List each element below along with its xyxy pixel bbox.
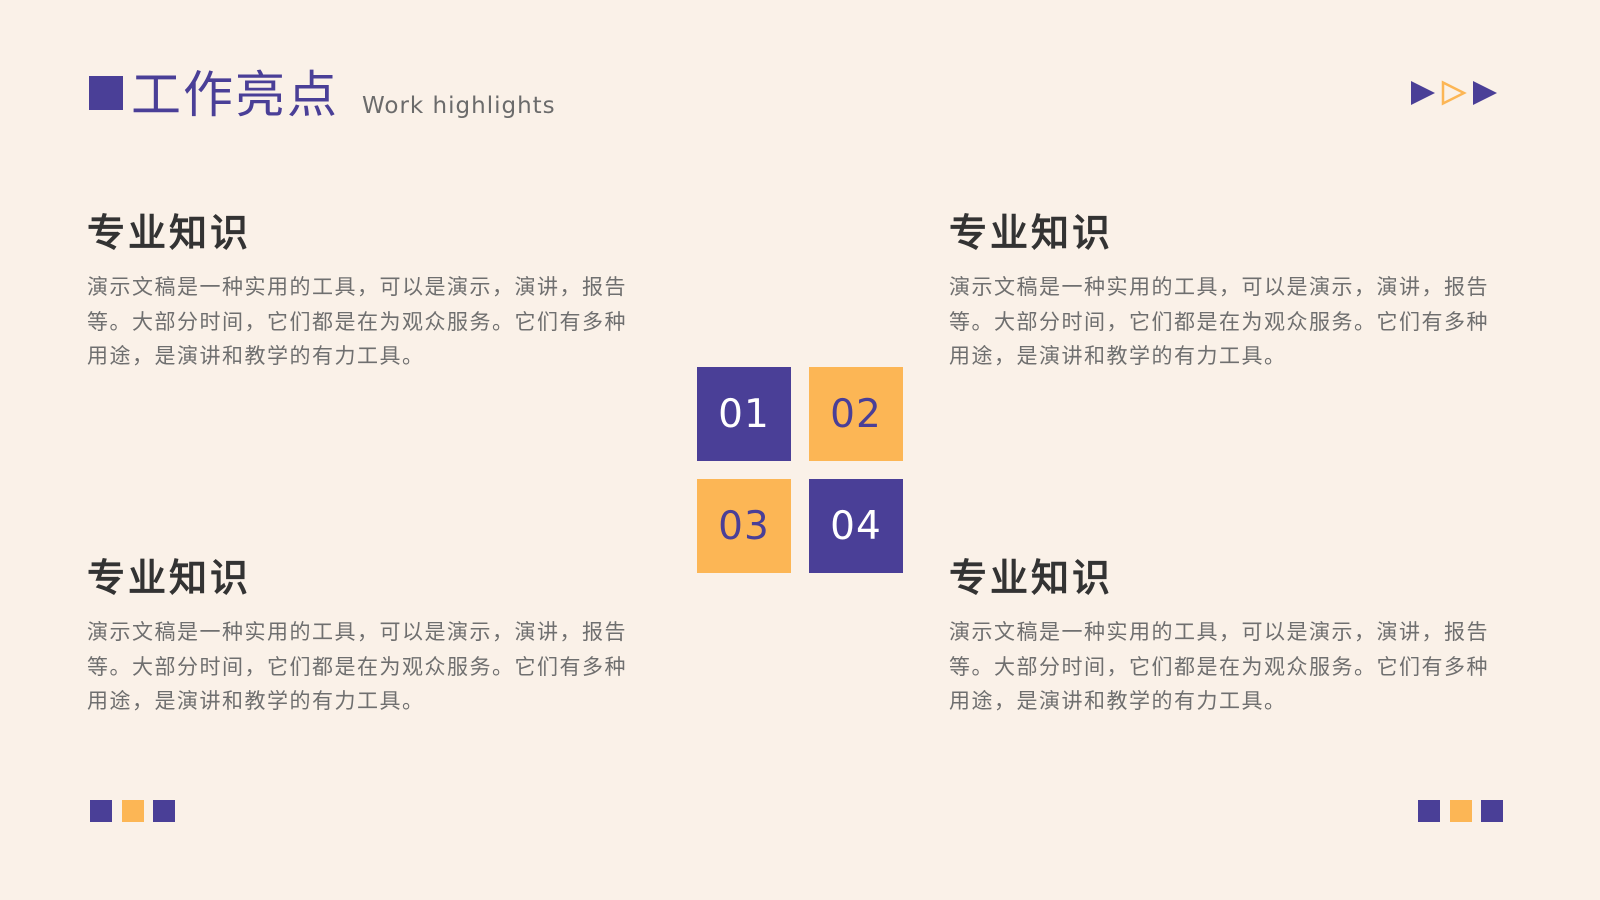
decor-square-orange bbox=[122, 800, 144, 822]
highlight-section-4: 专业知识 演示文稿是一种实用的工具，可以是演示，演讲，报告等。大部分时间，它们都… bbox=[949, 555, 1509, 719]
decor-square-purple bbox=[90, 800, 112, 822]
page-subtitle: Work highlights bbox=[362, 93, 556, 119]
play-icons-group bbox=[1411, 80, 1497, 106]
number-tile-03: 03 bbox=[697, 479, 791, 573]
decor-square-purple bbox=[1418, 800, 1440, 822]
section-heading: 专业知识 bbox=[949, 556, 1114, 600]
number-tile-02: 02 bbox=[809, 367, 903, 461]
section-heading: 专业知识 bbox=[87, 211, 252, 255]
number-tile-01: 01 bbox=[697, 367, 791, 461]
section-body: 演示文稿是一种实用的工具，可以是演示，演讲，报告等。大部分时间，它们都是在为观众… bbox=[87, 620, 627, 713]
section-body: 演示文稿是一种实用的工具，可以是演示，演讲，报告等。大部分时间，它们都是在为观众… bbox=[949, 275, 1489, 368]
page-title: 工作亮点 bbox=[131, 66, 339, 124]
decor-square-purple bbox=[153, 800, 175, 822]
section-heading: 专业知识 bbox=[949, 211, 1114, 255]
highlight-section-1: 专业知识 演示文稿是一种实用的工具，可以是演示，演讲，报告等。大部分时间，它们都… bbox=[87, 210, 647, 374]
highlight-section-2: 专业知识 演示文稿是一种实用的工具，可以是演示，演讲，报告等。大部分时间，它们都… bbox=[949, 210, 1509, 374]
highlight-section-3: 专业知识 演示文稿是一种实用的工具，可以是演示，演讲，报告等。大部分时间，它们都… bbox=[87, 555, 647, 719]
decor-square-purple bbox=[1481, 800, 1503, 822]
section-body: 演示文稿是一种实用的工具，可以是演示，演讲，报告等。大部分时间，它们都是在为观众… bbox=[87, 275, 627, 368]
number-tile-04: 04 bbox=[809, 479, 903, 573]
play-filled-icon bbox=[1411, 81, 1435, 105]
play-filled-icon bbox=[1473, 81, 1497, 105]
title-square-marker bbox=[89, 76, 123, 110]
play-outline-icon bbox=[1441, 80, 1467, 106]
section-heading: 专业知识 bbox=[87, 556, 252, 600]
section-body: 演示文稿是一种实用的工具，可以是演示，演讲，报告等。大部分时间，它们都是在为观众… bbox=[949, 620, 1489, 713]
decor-square-orange bbox=[1450, 800, 1472, 822]
